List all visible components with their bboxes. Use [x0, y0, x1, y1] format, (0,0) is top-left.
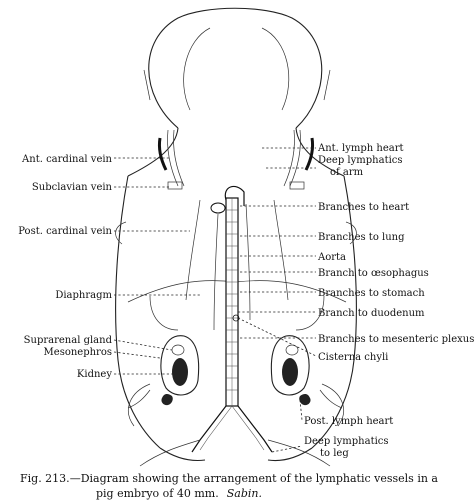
leg-lymphatics [127, 389, 343, 467]
cisterna-chyli-mark [232, 314, 240, 322]
label-branches-to-stomach: Branches to stomach [318, 288, 425, 299]
label-deep-lymphatics-arm-2: of arm [330, 167, 364, 178]
label-deep-lymphatics-arm-1: Deep lymphatics [318, 155, 403, 166]
label-diaphragm: Diaphragm [55, 290, 112, 301]
caption-text-2: pig embryo of 40 mm. [96, 487, 219, 500]
label-branch-to-duodenum: Branch to duodenum [318, 308, 425, 319]
label-deep-lymphatics-leg-1: Deep lymphatics [304, 436, 389, 447]
label-cisterna-chyli: Cisterna chyli [318, 352, 388, 363]
label-branches-to-mesenteric-plexus: Branches to mesenteric plexus [318, 334, 474, 345]
caption-fig-number: Fig. 213. [20, 472, 70, 485]
suprarenal-left [171, 344, 185, 356]
label-deep-lymphatics-leg-2: to leg [320, 448, 349, 459]
label-ant-cardinal-vein: Ant. cardinal vein [21, 154, 113, 165]
suprarenal-right [285, 344, 299, 356]
label-aorta: Aorta [317, 252, 346, 263]
figure-caption: Fig. 213.—Diagram showing the arrangemen… [20, 472, 438, 500]
label-branches-to-lung: Branches to lung [318, 232, 405, 243]
label-post-lymph-heart: Post. lymph heart [304, 416, 393, 427]
label-ant-lymph-heart: Ant. lymph heart [317, 143, 404, 154]
kidney-left [172, 358, 188, 386]
subclavian-stub-right [289, 181, 305, 190]
label-subclavian-vein: Subclavian vein [32, 182, 113, 193]
caption-line-1: Fig. 213.—Diagram showing the arrangemen… [20, 472, 438, 485]
label-branch-to-oesophagus: Branch to œsophagus [318, 268, 429, 279]
label-suprarenal-gland: Suprarenal gland [24, 335, 113, 346]
kidney-right [282, 358, 298, 386]
caption-author: Sabin. [227, 487, 262, 500]
subclavian-stub-left [167, 181, 183, 190]
left-labels: Ant. cardinal vein Subclavian vein Post.… [18, 154, 112, 380]
aorta-column [191, 185, 273, 453]
caption-text-1: —Diagram showing the arrangement of the … [70, 472, 439, 485]
label-post-cardinal-vein: Post. cardinal vein [18, 226, 112, 237]
leader-lines [113, 147, 317, 453]
caption-line-2: pig embryo of 40 mm. Sabin. [96, 487, 262, 500]
label-kidney: Kidney [77, 369, 112, 380]
label-mesonephros: Mesonephros [44, 347, 112, 358]
kidneys [160, 335, 310, 396]
right-labels: Ant. lymph heart Deep lymphatics of arm … [304, 143, 474, 459]
label-branches-to-heart: Branches to heart [318, 202, 409, 213]
